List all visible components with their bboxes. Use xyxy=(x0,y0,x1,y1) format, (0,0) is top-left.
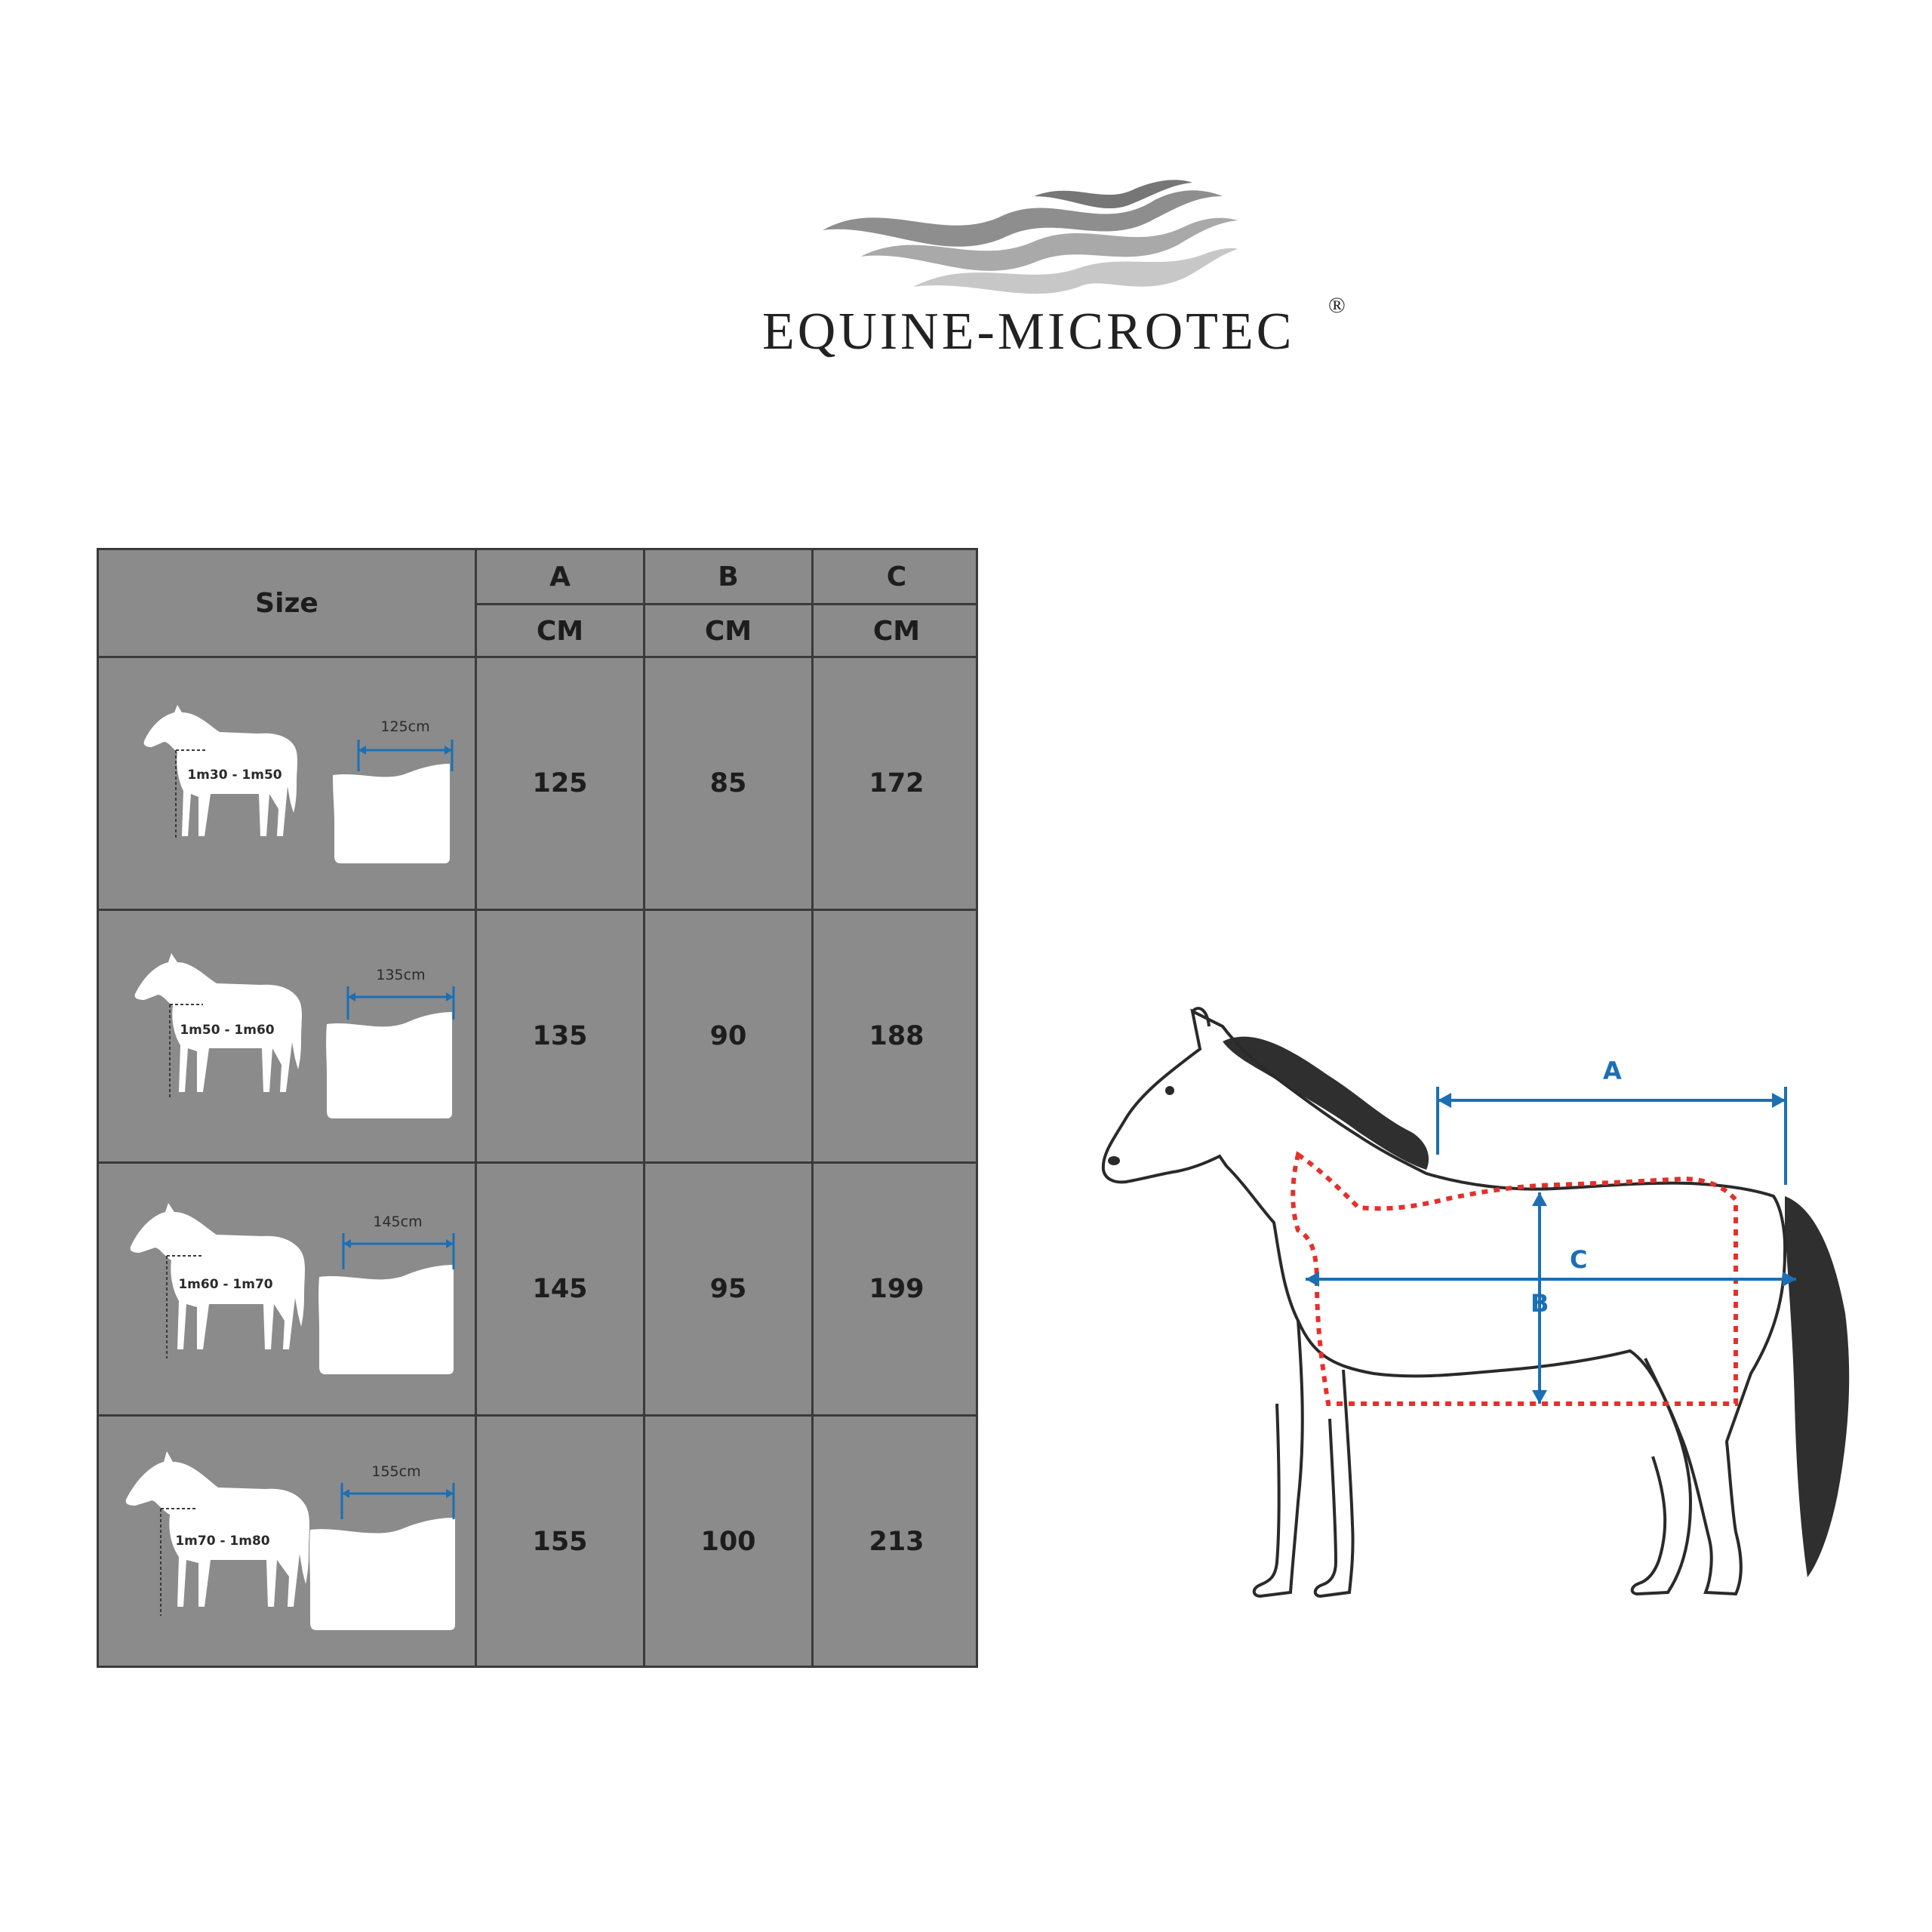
row-3-a-value: 145 xyxy=(532,1274,588,1304)
row-3-c-value: 199 xyxy=(869,1274,924,1304)
row-2-a-value: 135 xyxy=(532,1021,588,1051)
row-1-b-value: 85 xyxy=(709,768,747,798)
column-b-header: B xyxy=(718,561,739,592)
dimension-c-label: C xyxy=(1570,1245,1588,1274)
column-a-unit: CM xyxy=(536,615,584,647)
row-2-c-value: 188 xyxy=(869,1021,924,1051)
row-4-b-value: 100 xyxy=(700,1527,756,1557)
brand-logo: EQUINE-MICROTEC ® xyxy=(755,174,1358,370)
height-range-label: 1m70 - 1m80 xyxy=(175,1534,270,1549)
row-3-b-value: 95 xyxy=(709,1274,747,1304)
horse-silhouette-icon xyxy=(143,705,454,863)
registered-mark: ® xyxy=(1328,293,1346,318)
row-1-a-value: 125 xyxy=(532,768,588,798)
horse-silhouette-icon xyxy=(134,953,455,1118)
column-c-unit: CM xyxy=(872,615,921,647)
blanket-length-label: 145cm xyxy=(373,1214,423,1230)
row-1-c-value: 172 xyxy=(869,768,924,798)
size-table: Size A B C CM CM CM 1m30 - 1m50 125cm 12… xyxy=(97,548,978,1668)
height-range-label: 1m50 - 1m60 xyxy=(180,1023,275,1038)
horse-silhouette-icon xyxy=(130,1203,455,1374)
column-b-unit: CM xyxy=(704,615,752,647)
dimension-a-label: A xyxy=(1603,1057,1622,1085)
height-range-label: 1m60 - 1m70 xyxy=(178,1277,273,1292)
blanket-length-label: 125cm xyxy=(380,718,430,735)
blanket-length-label: 155cm xyxy=(371,1463,421,1480)
blanket-length-label: 135cm xyxy=(376,967,426,983)
height-range-label: 1m30 - 1m50 xyxy=(187,768,282,783)
size-row-illustration: 1m60 - 1m70 145cm xyxy=(99,1164,475,1414)
column-a-header: A xyxy=(549,561,571,592)
row-4-a-value: 155 xyxy=(532,1527,588,1557)
dimension-b-label: B xyxy=(1531,1289,1549,1318)
row-4-c-value: 213 xyxy=(869,1527,924,1557)
size-row-illustration: 1m70 - 1m80 155cm xyxy=(99,1417,475,1667)
size-header: Size xyxy=(255,587,318,619)
column-c-header: C xyxy=(886,561,907,592)
horse-silhouette-icon xyxy=(125,1451,455,1630)
wave-logo-icon xyxy=(823,180,1238,294)
horse-outline-icon xyxy=(1101,1007,1850,1598)
size-row-illustration: 1m30 - 1m50 125cm xyxy=(99,658,475,909)
row-2-b-value: 90 xyxy=(709,1021,747,1051)
size-row-illustration: 1m50 - 1m60 135cm xyxy=(99,911,475,1161)
horse-measurement-diagram: A B C xyxy=(1072,981,1902,1683)
brand-name: EQUINE-MICROTEC xyxy=(762,303,1295,361)
